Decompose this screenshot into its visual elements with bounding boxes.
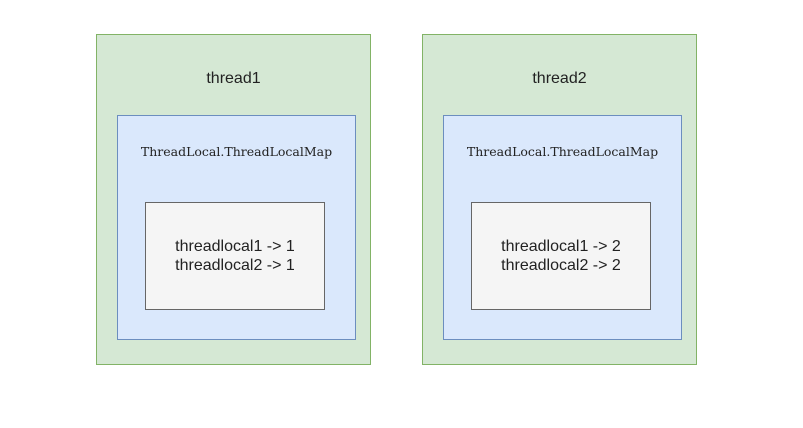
thread2-map-entries: threadlocal1 -> 2 threadlocal2 -> 2: [471, 202, 651, 310]
thread1-entry-1: threadlocal1 -> 1: [175, 238, 295, 255]
thread1-threadlocalmap: ThreadLocal.ThreadLocalMap threadlocal1 …: [117, 115, 356, 340]
thread1-container: thread1 ThreadLocal.ThreadLocalMap threa…: [96, 34, 371, 365]
thread2-entry-1: threadlocal1 -> 2: [501, 238, 621, 255]
thread1-title: thread1: [206, 70, 261, 87]
thread1-map-entries: threadlocal1 -> 1 threadlocal2 -> 1: [145, 202, 325, 310]
thread2-title: thread2: [532, 70, 587, 87]
thread2-container: thread2 ThreadLocal.ThreadLocalMap threa…: [422, 34, 697, 365]
thread1-entry-2: threadlocal2 -> 1: [175, 257, 295, 274]
thread2-threadlocalmap: ThreadLocal.ThreadLocalMap threadlocal1 …: [443, 115, 682, 340]
thread1-map-title: ThreadLocal.ThreadLocalMap: [140, 144, 333, 159]
thread2-entry-2: threadlocal2 -> 2: [501, 257, 621, 274]
thread2-map-title: ThreadLocal.ThreadLocalMap: [466, 144, 659, 159]
